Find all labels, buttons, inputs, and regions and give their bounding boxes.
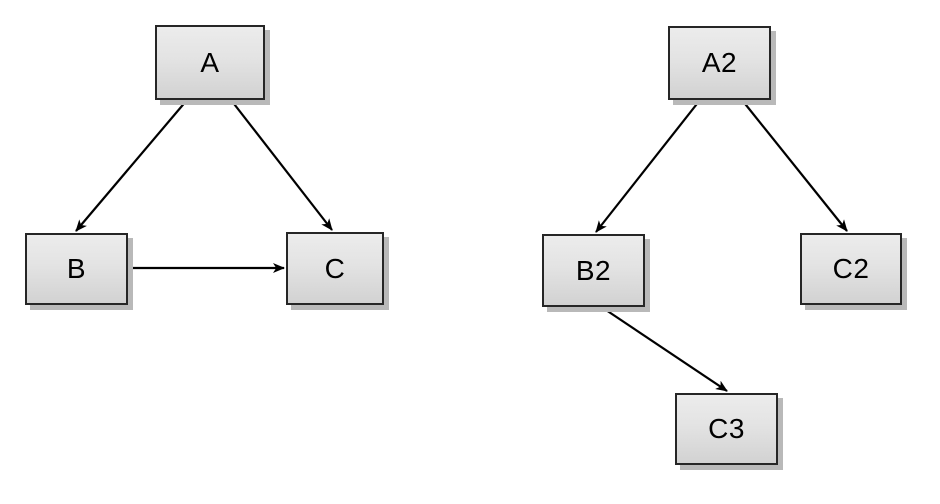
- node-b[interactable]: B: [25, 233, 128, 305]
- node-a[interactable]: A: [155, 25, 265, 100]
- node-a2[interactable]: A2: [668, 26, 771, 100]
- node-c3[interactable]: C3: [675, 393, 778, 465]
- node-c[interactable]: C: [286, 232, 384, 305]
- edge-a2-to-b2: [595, 99, 701, 233]
- node-label: A: [200, 46, 220, 78]
- node-label: A2: [701, 47, 738, 78]
- node-label: B2: [575, 254, 612, 286]
- node-label: C3: [708, 413, 745, 444]
- node-label: C2: [832, 253, 870, 284]
- edge-a-to-b: [75, 99, 188, 232]
- node-b2[interactable]: B2: [542, 234, 645, 307]
- edge-a-to-c: [230, 99, 333, 231]
- node-label: C: [324, 252, 346, 284]
- edge-a2-to-c2: [741, 99, 848, 232]
- node-c2[interactable]: C2: [800, 233, 902, 305]
- edges-group: [75, 99, 848, 392]
- edge-b2-to-c3: [602, 307, 728, 392]
- node-label: B: [66, 253, 87, 284]
